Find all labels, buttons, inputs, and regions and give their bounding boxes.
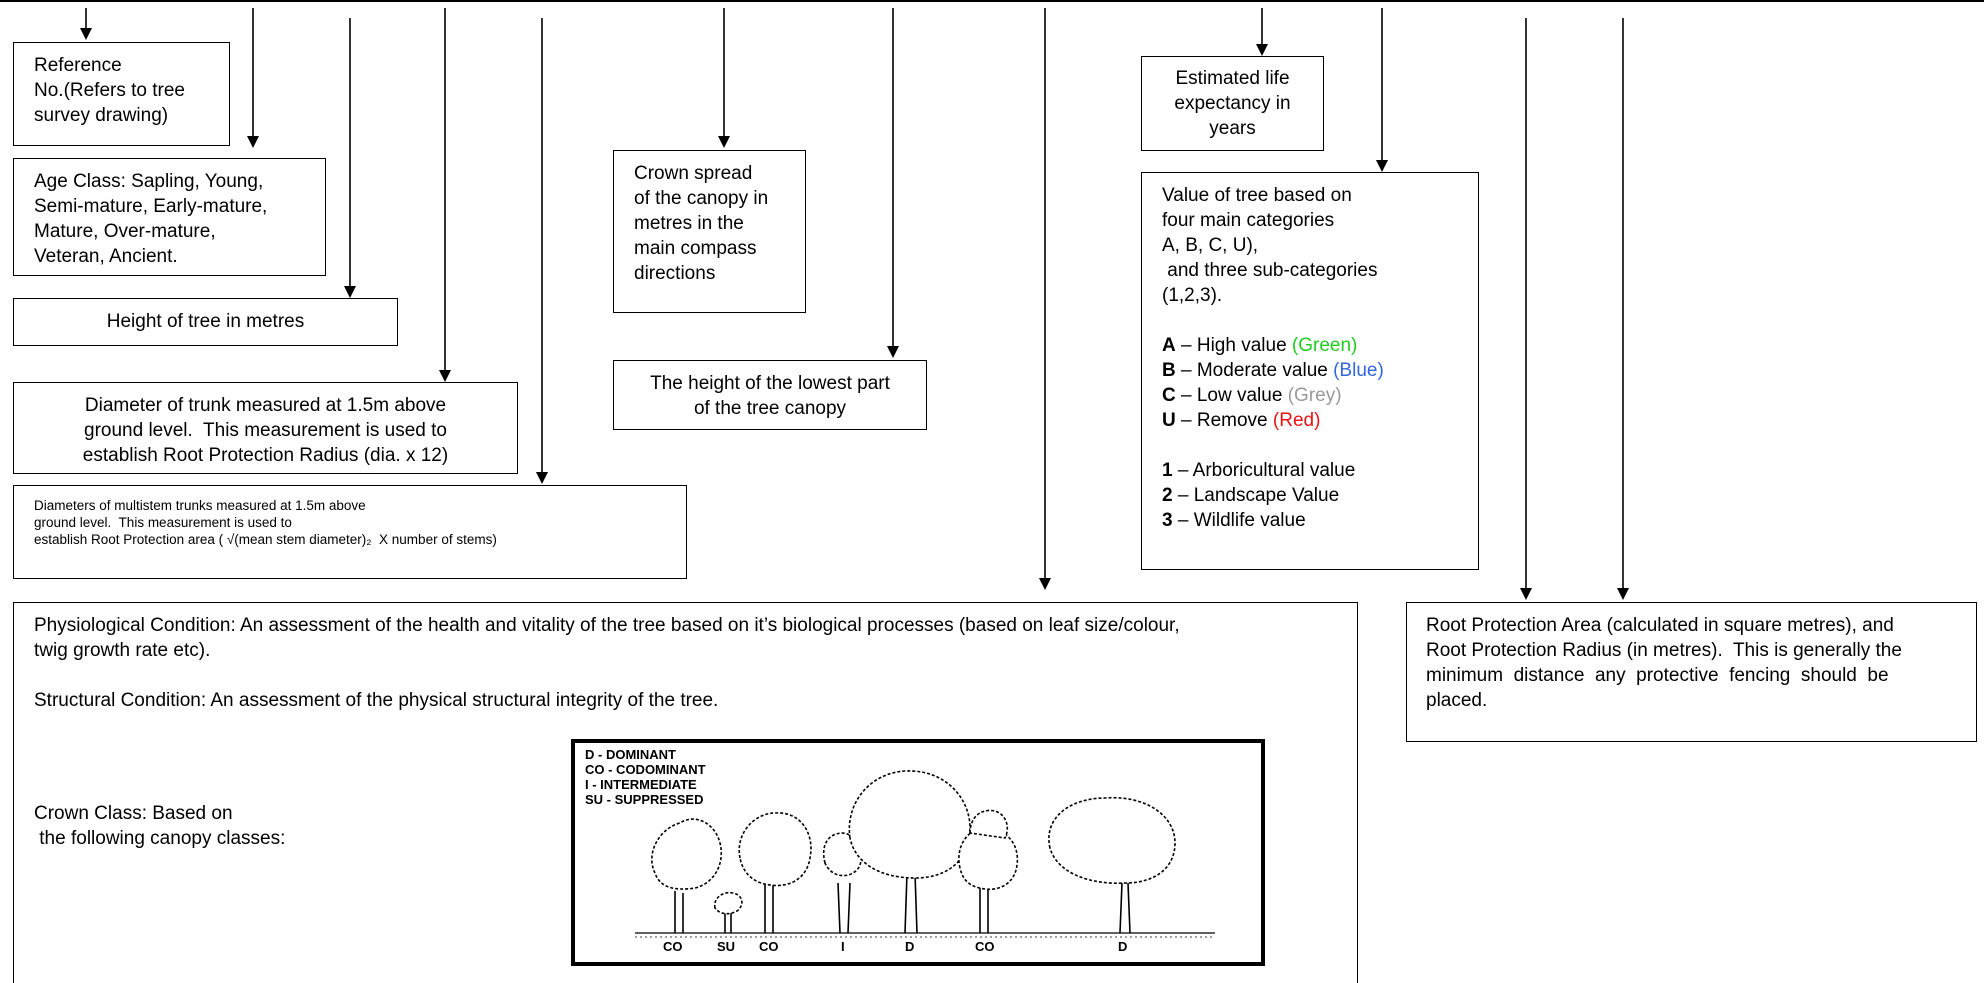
legend-dominant: D - DOMINANT — [585, 747, 676, 762]
crown-spread-line: of the canopy in — [634, 188, 769, 209]
root-protection-line: placed. — [1426, 690, 1488, 711]
subcategory-1: 1 – Arboricultural value — [1162, 460, 1356, 481]
life-expectancy-line: expectancy in — [1174, 93, 1291, 114]
age-class-line: Veteran, Ancient. — [34, 246, 178, 267]
root-protection-box: Root Protection Area (calculated in squa… — [1406, 602, 1977, 742]
legend-intermediate: I - INTERMEDIATE — [585, 777, 697, 792]
category-a: A – High value (Green) — [1162, 335, 1358, 356]
value-intro-line: four main categories — [1162, 210, 1335, 231]
diameter-line: ground level. This measurement is used t… — [84, 420, 447, 441]
height-box: Height of tree in metres — [13, 298, 398, 346]
crown-label-d: D — [905, 939, 915, 954]
crown-spread-line: metres in the — [634, 213, 744, 234]
value-intro-line: A, B, C, U), — [1162, 235, 1259, 256]
value-intro-line: (1,2,3). — [1162, 285, 1223, 306]
legend-suppressed: SU - SUPPRESSED — [585, 792, 704, 807]
multistem-line: Diameters of multistem trunks measured a… — [34, 498, 366, 513]
life-expectancy-line: years — [1209, 118, 1256, 139]
crown-label-su: SU — [717, 939, 736, 954]
age-class-box: Age Class: Sapling, Young, Semi-mature, … — [13, 158, 326, 276]
value-intro-line: Value of tree based on — [1162, 185, 1352, 206]
life-expectancy-line: Estimated life — [1175, 68, 1290, 89]
category-u: U – Remove (Red) — [1162, 410, 1321, 431]
root-protection-line: Root Protection Area (calculated in squa… — [1426, 615, 1894, 636]
crown-class-legend: D - DOMINANT CO - CODOMINANT I - INTERME… — [585, 747, 706, 807]
crown-label-d: D — [1118, 939, 1128, 954]
category-c: C – Low value (Grey) — [1162, 385, 1342, 406]
reference-number-box: Reference No.(Refers to tree survey draw… — [13, 42, 230, 146]
tree-value-box: Value of tree based on four main categor… — [1141, 172, 1479, 570]
trunk-diameter-box: Diameter of trunk measured at 1.5m above… — [13, 382, 518, 474]
structural-condition: Structural Condition: An assessment of t… — [34, 690, 719, 711]
height-line: Height of tree in metres — [106, 311, 305, 332]
root-protection-line: minimum distance any protective fencing … — [1426, 665, 1889, 686]
reference-line: No.(Refers to tree — [34, 80, 185, 101]
subcategory-2: 2 – Landscape Value — [1162, 485, 1340, 506]
multistem-diameter-box: Diameters of multistem trunks measured a… — [13, 485, 687, 579]
crown-class-text: Crown Class: Based on the following cano… — [34, 803, 286, 849]
root-protection-line: Root Protection Radius (in metres). This… — [1426, 640, 1902, 661]
physiological-line: Physiological Condition: An assessment o… — [34, 615, 1180, 636]
legend-codominant: CO - CODOMINANT — [585, 762, 706, 777]
crown-spread-line: directions — [634, 263, 716, 284]
physiological-line: twig growth rate etc). — [34, 640, 211, 661]
age-class-line: Semi-mature, Early-mature, — [34, 196, 268, 217]
reference-line: survey drawing) — [34, 105, 169, 126]
value-intro-line: and three sub-categories — [1162, 260, 1378, 281]
crown-spread-box: Crown spread of the canopy in metres in … — [613, 150, 806, 313]
crown-label-co: CO — [759, 939, 779, 954]
lowest-canopy-box: The height of the lowest part of the tre… — [613, 360, 927, 430]
age-class-line: Age Class: Sapling, Young, — [34, 171, 264, 192]
age-class-line: Mature, Over-mature, — [34, 221, 216, 242]
reference-line: Reference — [34, 55, 122, 76]
crown-spread-line: main compass — [634, 238, 757, 259]
subcategory-3: 3 – Wildlife value — [1162, 510, 1306, 531]
crown-label-co: CO — [663, 939, 683, 954]
diameter-line: Diameter of trunk measured at 1.5m above — [84, 395, 447, 416]
crown-class-figure: D - DOMINANT CO - CODOMINANT I - INTERME… — [571, 739, 1265, 966]
lowest-canopy-line: The height of the lowest part — [650, 373, 890, 394]
life-expectancy-box: Estimated life expectancy in years — [1141, 56, 1324, 151]
lowest-canopy-line: of the tree canopy — [693, 398, 847, 419]
multistem-line: ground level. This measurement is used t… — [34, 515, 292, 530]
diameter-line: establish Root Protection Radius (dia. x… — [82, 445, 449, 466]
category-b: B – Moderate value (Blue) — [1162, 360, 1384, 381]
multistem-line: establish Root Protection area ( √(mean … — [34, 532, 497, 547]
tree-canopy-drawing — [635, 770, 1215, 938]
crown-label-co: CO — [975, 939, 995, 954]
crown-spread-line: Crown spread — [634, 163, 753, 184]
crown-label-i: I — [841, 939, 845, 954]
